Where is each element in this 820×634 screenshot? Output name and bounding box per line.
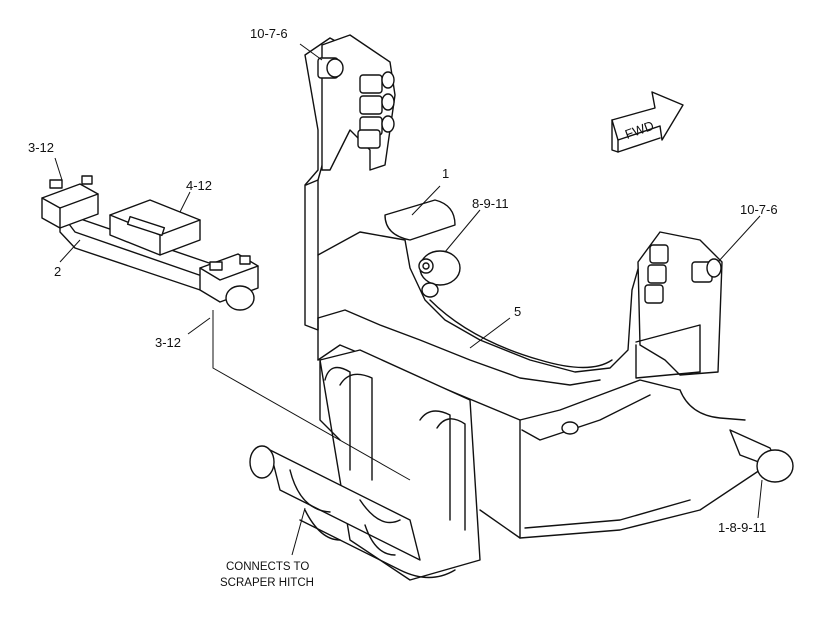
callout-1-8-9-11: 1-8-9-11 bbox=[718, 520, 766, 535]
pivot-pin-assembly bbox=[384, 199, 461, 298]
yoke-frame bbox=[304, 34, 761, 539]
hitch-lugs bbox=[249, 349, 481, 581]
callout-8-9-11: 8-9-11 bbox=[472, 196, 509, 211]
hitch-note-line-2: SCRAPER HITCH bbox=[220, 577, 314, 589]
top-left-bolt-cluster bbox=[317, 57, 395, 149]
callout-1: 1 bbox=[442, 166, 449, 181]
callout-10-7-6-top: 10-7-6 bbox=[250, 26, 288, 41]
right-bolt-cluster bbox=[644, 244, 722, 304]
right-pin bbox=[729, 429, 794, 483]
alignment-line bbox=[212, 310, 411, 481]
callout-3-12-upper: 3-12 bbox=[28, 140, 54, 155]
callout-5: 5 bbox=[514, 304, 521, 319]
forward-direction-arrow: FWD bbox=[611, 91, 684, 153]
callout-3-12-lower: 3-12 bbox=[155, 335, 181, 350]
callout-10-7-6-right: 10-7-6 bbox=[740, 202, 778, 217]
callout-4-12: 4-12 bbox=[186, 178, 212, 193]
callout-leaders bbox=[54, 43, 763, 556]
hitch-note-line-1: CONNECTS TO bbox=[226, 561, 309, 573]
callout-2: 2 bbox=[54, 264, 61, 279]
cap-assembly bbox=[41, 175, 259, 311]
